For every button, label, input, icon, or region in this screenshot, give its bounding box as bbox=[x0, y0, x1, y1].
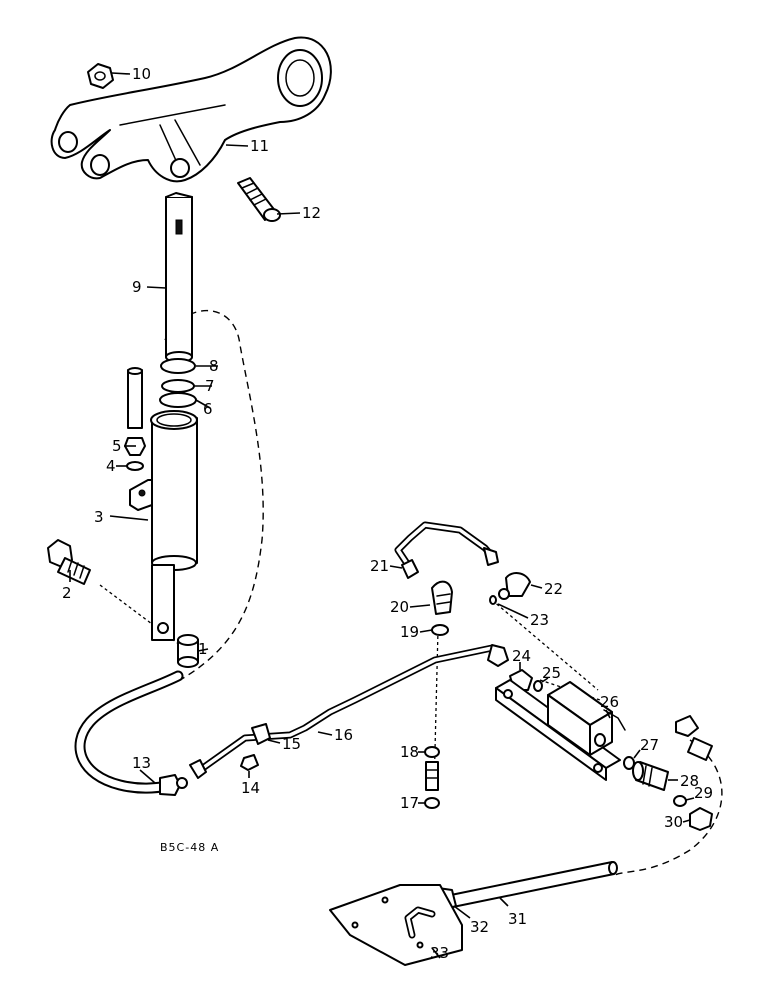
callout-29: 29 bbox=[694, 784, 713, 802]
callout-31: 31 bbox=[508, 910, 527, 928]
callout-18: 18 bbox=[400, 743, 419, 761]
centerline-23-26 bbox=[491, 599, 599, 691]
washer-part-27 bbox=[623, 756, 635, 770]
callout-5: 5 bbox=[112, 437, 122, 455]
callout-8: 8 bbox=[209, 357, 219, 375]
clip-part-15 bbox=[251, 723, 271, 745]
callout-27: 27 bbox=[640, 736, 659, 754]
callout-25: 25 bbox=[542, 664, 561, 682]
pipe-route-dashed-line bbox=[164, 309, 264, 681]
pipe-stub bbox=[127, 367, 143, 429]
callout-labels: 1 2 3 4 5 6 7 8 9 10 11 12 13 14 15 16 1… bbox=[62, 65, 713, 962]
callout-7: 7 bbox=[205, 377, 215, 395]
figure-code: B5C-48 A bbox=[160, 841, 219, 854]
callout-15: 15 bbox=[282, 735, 301, 753]
washer-part-19 bbox=[431, 624, 449, 636]
bolt-part-2 bbox=[47, 539, 91, 585]
callout-4: 4 bbox=[106, 457, 116, 475]
hose-part-13 bbox=[74, 670, 188, 796]
callout-3: 3 bbox=[94, 508, 104, 526]
callout-33: 33 bbox=[430, 944, 449, 962]
callout-10: 10 bbox=[132, 65, 151, 83]
pin-part-12 bbox=[237, 177, 281, 222]
callout-24: 24 bbox=[512, 647, 531, 665]
lift-arm-part-11 bbox=[50, 36, 332, 183]
plug-part-30 bbox=[689, 807, 713, 831]
valve-block-part-26 bbox=[495, 679, 626, 781]
washer-part-25 bbox=[533, 680, 543, 692]
centerline-2-1 bbox=[99, 584, 181, 646]
callout-22: 22 bbox=[544, 580, 563, 598]
callout-19: 19 bbox=[400, 623, 419, 641]
callout-16: 16 bbox=[334, 726, 353, 744]
oring-part-23 bbox=[489, 595, 497, 605]
washer-part-17 bbox=[424, 797, 440, 809]
callout-17: 17 bbox=[400, 794, 419, 812]
callout-23: 23 bbox=[530, 611, 549, 629]
piston-rod-part-9 bbox=[165, 192, 193, 363]
plate-part-33 bbox=[329, 884, 463, 966]
washer-part-29 bbox=[673, 795, 687, 807]
tube-part-31 bbox=[445, 861, 618, 909]
callout-1: 1 bbox=[198, 640, 208, 658]
leader-lines bbox=[69, 72, 695, 959]
callout-14: 14 bbox=[241, 779, 260, 797]
ring-part-7 bbox=[161, 379, 195, 393]
stem-fitting bbox=[425, 761, 439, 791]
callout-21: 21 bbox=[370, 557, 389, 575]
pipe-route-dashed-line-2 bbox=[614, 739, 723, 876]
nut-part-14 bbox=[240, 754, 259, 771]
pipe-part-16 bbox=[189, 644, 509, 779]
elbow-part-20 bbox=[431, 580, 453, 615]
callout-28: 28 bbox=[680, 772, 699, 790]
callout-6: 6 bbox=[203, 400, 213, 418]
callout-9: 9 bbox=[132, 278, 142, 296]
callout-12: 12 bbox=[302, 204, 321, 222]
callout-13: 13 bbox=[132, 754, 151, 772]
elbow-part-22 bbox=[498, 572, 531, 600]
washer-part-18 bbox=[424, 746, 440, 758]
callout-32: 32 bbox=[470, 918, 489, 936]
callout-30: 30 bbox=[664, 813, 683, 831]
fitting-upper-right bbox=[675, 715, 713, 761]
ring-part-6 bbox=[159, 392, 197, 408]
callout-2: 2 bbox=[62, 584, 72, 602]
cylinder-part-3 bbox=[129, 410, 198, 641]
fitting-part-28 bbox=[632, 761, 669, 791]
callout-20: 20 bbox=[390, 598, 409, 616]
washer-part-4 bbox=[126, 461, 144, 471]
callout-26: 26 bbox=[600, 693, 619, 711]
pipe-part-21 bbox=[394, 521, 499, 579]
callout-11: 11 bbox=[250, 137, 269, 155]
bushing-part-1 bbox=[177, 634, 199, 668]
ring-part-8 bbox=[160, 358, 196, 374]
nut-part-10 bbox=[87, 63, 114, 89]
